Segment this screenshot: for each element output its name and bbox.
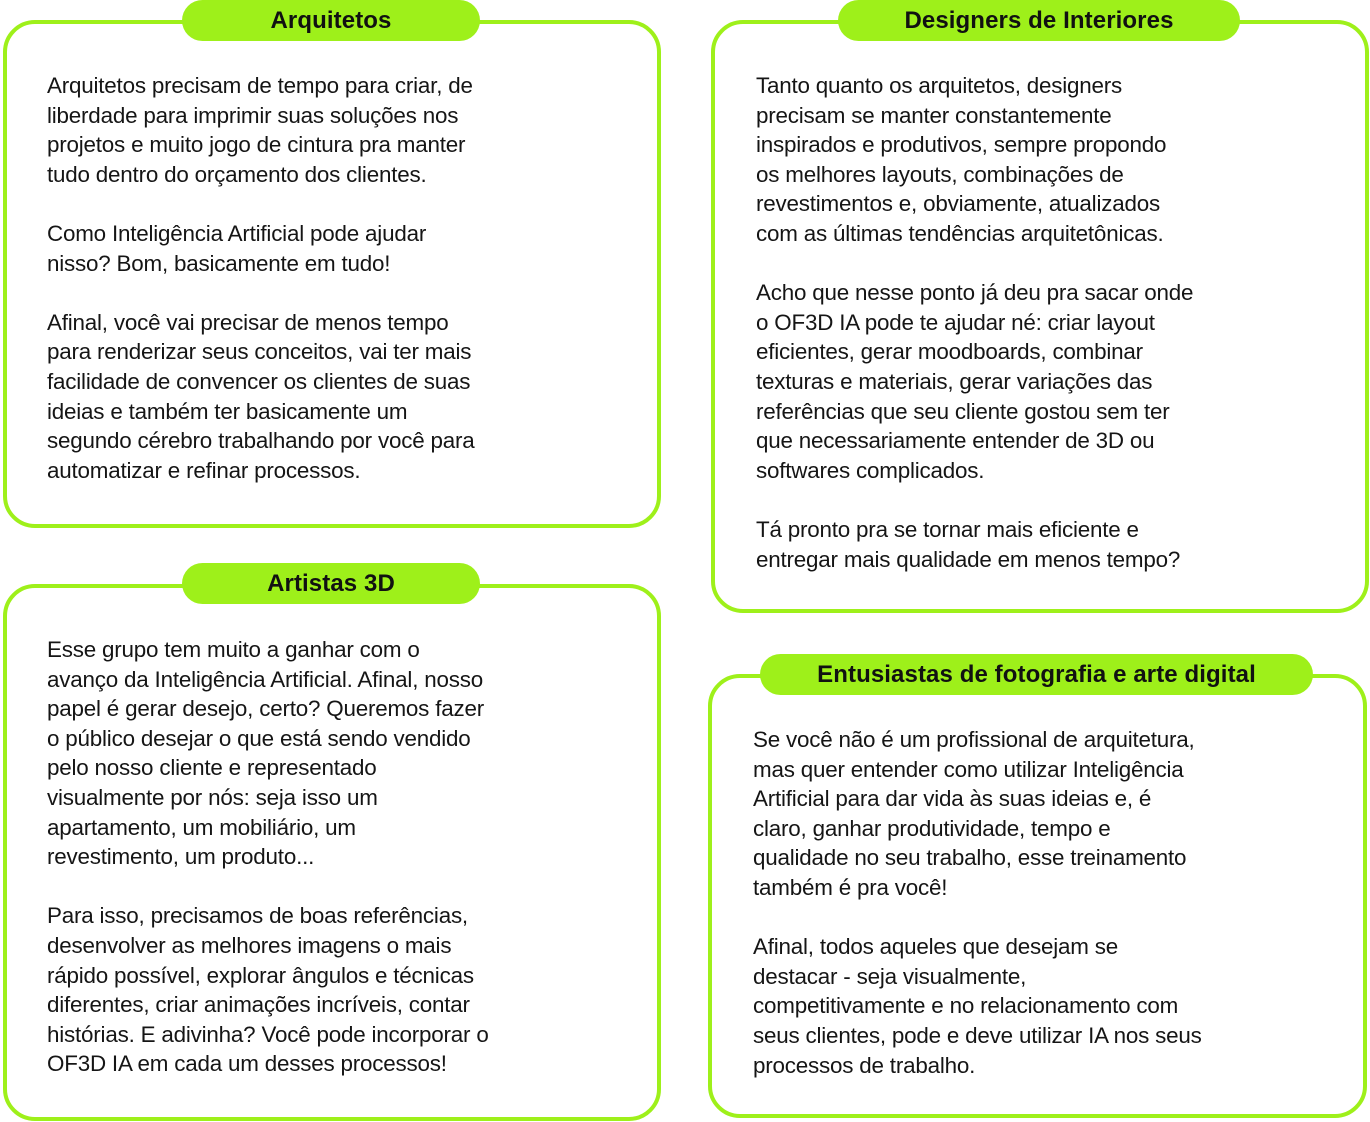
card-body-entusiastas: Se você não é um profissional de arquite… xyxy=(753,725,1343,1080)
card-entusiastas xyxy=(708,674,1367,1118)
paragraph: Para isso, precisamos de boas referência… xyxy=(47,903,489,1077)
card-title-arquitetos: Arquitetos xyxy=(182,0,480,41)
paragraph: Como Inteligência Artificial pode ajudar… xyxy=(47,220,427,276)
paragraph: Esse grupo tem muito a ganhar com o avan… xyxy=(47,637,484,870)
paragraph: Se você não é um profissional de arquite… xyxy=(753,727,1195,900)
card-title-artistas-3d: Artistas 3D xyxy=(182,563,480,604)
card-title-designers: Designers de Interiores xyxy=(838,0,1240,41)
paragraph: Acho que nesse ponto já deu pra sacar on… xyxy=(756,280,1194,483)
paragraph: Tanto quanto os arquitetos, designers pr… xyxy=(756,73,1167,246)
card-title-entusiastas: Entusiastas de fotografia e arte digital xyxy=(760,654,1313,695)
paragraph: Afinal, todos aqueles que desejam se des… xyxy=(753,934,1202,1078)
card-body-designers: Tanto quanto os arquitetos, designers pr… xyxy=(756,71,1346,574)
paragraph: Afinal, você vai precisar de menos tempo… xyxy=(47,309,475,483)
paragraph: Arquitetos precisam de tempo para criar,… xyxy=(47,73,473,187)
card-body-arquitetos: Arquitetos precisam de tempo para criar,… xyxy=(47,71,627,485)
card-body-artistas-3d: Esse grupo tem muito a ganhar com o avan… xyxy=(47,635,637,1079)
card-designers xyxy=(711,20,1369,613)
paragraph: Tá pronto pra se tornar mais eficiente e… xyxy=(756,516,1181,572)
card-arquitetos xyxy=(3,20,661,528)
card-artistas-3d xyxy=(3,584,661,1121)
